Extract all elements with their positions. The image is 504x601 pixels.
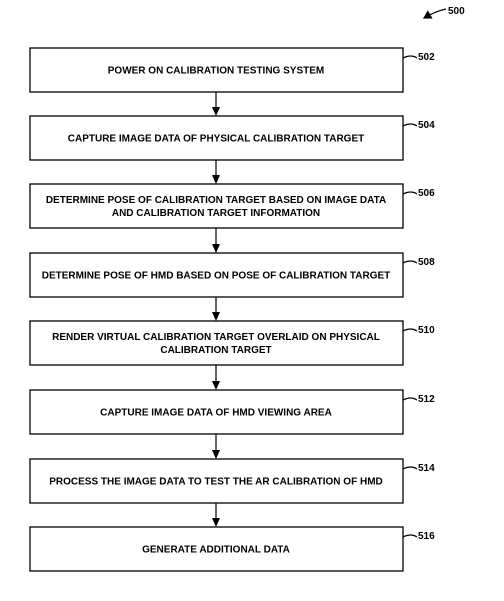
step-box-frame (29, 115, 404, 161)
step-box-frame (29, 252, 404, 298)
step-text-line: DETERMINE POSE OF HMD BASED ON POSE OF C… (42, 271, 391, 282)
step-text-line: AND CALIBRATION TARGET INFORMATION (112, 208, 320, 219)
step-ref-number: 506 (418, 188, 435, 199)
step-text-line: DETERMINE POSE OF CALIBRATION TARGET BAS… (46, 195, 386, 206)
step-ref-number: 516 (418, 531, 435, 542)
step-ref-number: 514 (418, 463, 435, 474)
step-box-508: DETERMINE POSE OF HMD BASED ON POSE OF C… (29, 252, 435, 298)
step-text-line: PROCESS THE IMAGE DATA TO TEST THE AR CA… (49, 477, 383, 488)
step-box-514: PROCESS THE IMAGE DATA TO TEST THE AR CA… (29, 458, 435, 504)
step-box-frame (29, 47, 404, 93)
ref-leader-line (402, 466, 418, 470)
flow-arrowhead (212, 244, 220, 253)
step-text-line: CALIBRATION TARGET (160, 345, 271, 356)
step-box-frame (29, 526, 404, 572)
step-text-line: CAPTURE IMAGE DATA OF PHYSICAL CALIBRATI… (68, 134, 364, 145)
ref-leader-line (402, 55, 418, 59)
flow-arrowhead (212, 107, 220, 116)
ref-leader-line (402, 397, 418, 401)
figure-pointer-arrow (422, 8, 447, 19)
figure-number: 500 (448, 6, 465, 17)
step-box-frame (29, 389, 404, 435)
flow-arrowhead (212, 175, 220, 184)
step-ref-number: 512 (418, 394, 435, 405)
step-box-506: DETERMINE POSE OF CALIBRATION TARGET BAS… (29, 183, 435, 229)
step-box-512: CAPTURE IMAGE DATA OF HMD VIEWING AREA 51… (29, 389, 435, 435)
step-ref-number: 502 (418, 52, 435, 63)
step-text-line: POWER ON CALIBRATION TESTING SYSTEM (108, 66, 324, 77)
step-text-line: GENERATE ADDITIONAL DATA (142, 545, 290, 556)
step-text-line: RENDER VIRTUAL CALIBRATION TARGET OVERLA… (52, 332, 380, 343)
ref-leader-line (402, 534, 418, 538)
step-box-frame (29, 183, 404, 229)
step-box-frame (29, 320, 404, 366)
step-box-502: POWER ON CALIBRATION TESTING SYSTEM 502 (29, 47, 435, 93)
ref-leader-line (402, 260, 418, 264)
step-box-510: RENDER VIRTUAL CALIBRATION TARGET OVERLA… (29, 320, 435, 366)
step-ref-number: 504 (418, 120, 435, 131)
figure-label: 500 (422, 6, 465, 19)
ref-leader-line (402, 123, 418, 127)
flow-arrowhead (212, 450, 220, 459)
flow-arrowhead (212, 312, 220, 321)
step-ref-number: 510 (418, 325, 435, 336)
flow-arrowhead (212, 381, 220, 390)
step-box-516: GENERATE ADDITIONAL DATA 516 (29, 526, 435, 572)
step-box-504: CAPTURE IMAGE DATA OF PHYSICAL CALIBRATI… (29, 115, 435, 161)
ref-leader-line (402, 328, 418, 332)
ref-leader-line (402, 191, 418, 195)
step-text-line: CAPTURE IMAGE DATA OF HMD VIEWING AREA (100, 408, 332, 419)
step-ref-number: 508 (418, 257, 435, 268)
flow-arrowhead (212, 518, 220, 527)
